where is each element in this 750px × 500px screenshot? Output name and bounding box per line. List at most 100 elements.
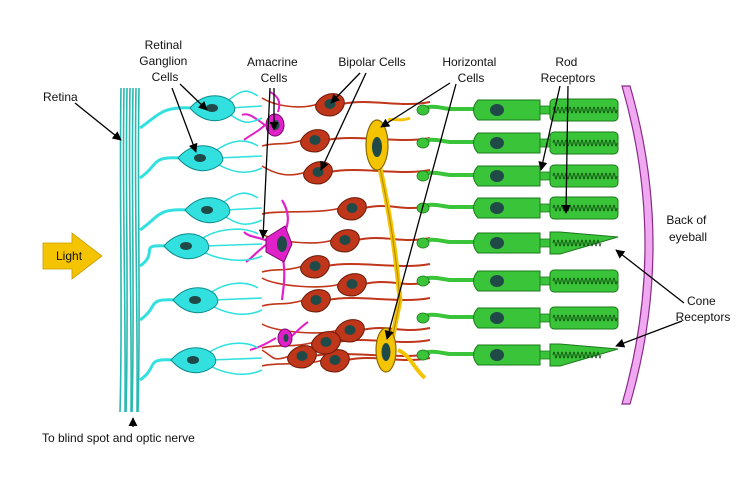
bipolar-cell — [311, 331, 341, 355]
ganglion-nucleus — [180, 242, 192, 250]
ganglion-axon — [139, 298, 178, 322]
optic-nerve-fibers — [119, 87, 140, 413]
bipolar-cell — [320, 349, 350, 373]
receptor-discs — [552, 139, 618, 147]
amacrine-label: Amacrine Cells — [247, 55, 301, 85]
receptor-nucleus — [490, 104, 504, 116]
rod-outer-segment — [549, 306, 619, 330]
ganglion-cell — [163, 228, 263, 262]
rod-receptor — [416, 269, 619, 293]
horizontal-cell-nucleus — [372, 137, 382, 157]
bipolar-nucleus — [346, 203, 358, 213]
bipolar-cell-layer — [287, 93, 367, 373]
receptor-discs — [552, 106, 618, 114]
receptor-body — [473, 197, 541, 219]
receptor-neck — [539, 171, 551, 181]
receptor-nucleus — [490, 202, 504, 214]
bipolar-label: Bipolar Cells — [338, 55, 405, 69]
ganglion-axon — [139, 244, 169, 268]
pointer-lines — [74, 72, 685, 427]
cone-label: Cone Receptors — [676, 294, 731, 324]
cone-outer-segment — [549, 231, 619, 255]
receptor-neck — [539, 238, 551, 248]
ganglion-cell-layer — [163, 90, 263, 376]
receptor-body — [473, 165, 541, 187]
nerve-fiber — [125, 87, 128, 413]
bipolar-cell — [287, 345, 317, 369]
cone-outer-segment — [549, 343, 619, 367]
receptor-body — [473, 232, 541, 254]
ganglion-axons — [139, 106, 195, 382]
bipolar-cell — [300, 129, 330, 153]
receptor-body — [473, 99, 541, 121]
ganglion-label: Retinal Ganglion Cells — [139, 38, 190, 84]
ganglion-nucleus — [187, 356, 199, 364]
ganglion-axon — [139, 358, 176, 382]
bipolar-process — [261, 207, 341, 215]
nerve-fiber — [128, 87, 132, 413]
receptor-neck — [539, 313, 551, 323]
bipolar-cell — [337, 197, 367, 221]
bipolar-nucleus — [339, 235, 351, 245]
ganglion-nucleus — [194, 154, 206, 162]
receptor-neck — [539, 276, 551, 286]
amacrine-cells — [241, 91, 309, 351]
receptor-body — [473, 270, 541, 292]
receptor-terminal — [416, 312, 430, 324]
rod-outer-segment — [549, 196, 619, 220]
receptor-terminal — [416, 275, 430, 287]
receptor-body — [473, 344, 541, 366]
ganglion-cell — [177, 140, 263, 174]
receptor-nucleus — [490, 170, 504, 182]
receptor-terminal — [416, 104, 430, 116]
eyeball-wall — [621, 85, 654, 405]
bipolar-cell — [301, 289, 331, 313]
bipolar-nucleus — [309, 135, 321, 145]
ganglion-nucleus — [201, 206, 213, 214]
bipolar-process — [261, 165, 307, 176]
bipolar-cell — [300, 255, 330, 279]
bipolar-nucleus — [344, 325, 356, 335]
receptor-layer — [416, 98, 619, 367]
receptor-neck — [539, 203, 551, 213]
ganglion-cell — [170, 342, 263, 376]
bipolar-nucleus — [310, 295, 322, 305]
bipolar-process — [261, 139, 304, 147]
ganglion-axon — [139, 156, 183, 180]
horizontal-cell-process — [373, 149, 403, 341]
rod-receptor — [416, 306, 619, 330]
bipolar-cell — [303, 161, 333, 185]
bipolar-process — [326, 263, 431, 267]
amacrine-cell — [243, 199, 293, 301]
rod-receptor — [416, 131, 619, 155]
receptor-terminal — [416, 170, 430, 182]
bipolar-cell — [315, 93, 345, 117]
receptor-nucleus — [490, 237, 504, 249]
bipolar-process — [261, 265, 304, 273]
receptor-discs — [552, 277, 618, 285]
bipolar-process — [261, 277, 341, 288]
amacrine-cell — [249, 321, 309, 351]
bipolar-nucleus — [309, 261, 321, 271]
bipolar-nucleus — [296, 351, 308, 361]
nerve-fiber — [134, 87, 138, 413]
bipolar-process — [261, 97, 319, 108]
receptor-nucleus — [490, 275, 504, 287]
nerve-fiber — [119, 87, 122, 413]
bipolar-nucleus — [329, 355, 341, 365]
receptor-terminal — [416, 137, 430, 149]
rod-receptor — [416, 164, 619, 188]
bipolar-process — [341, 101, 431, 105]
receptor-discs — [552, 239, 602, 247]
bipolar-cell — [330, 229, 360, 253]
cone-receptor — [416, 231, 619, 255]
receptor-nucleus — [490, 137, 504, 149]
receptor-terminal — [416, 349, 430, 361]
light-label: Light — [56, 249, 83, 263]
nerve-fiber — [131, 87, 134, 413]
receptor-neck — [539, 105, 551, 115]
ganglion-axon — [139, 208, 190, 232]
receptor-body — [473, 307, 541, 329]
rod-outer-segment — [549, 98, 619, 122]
